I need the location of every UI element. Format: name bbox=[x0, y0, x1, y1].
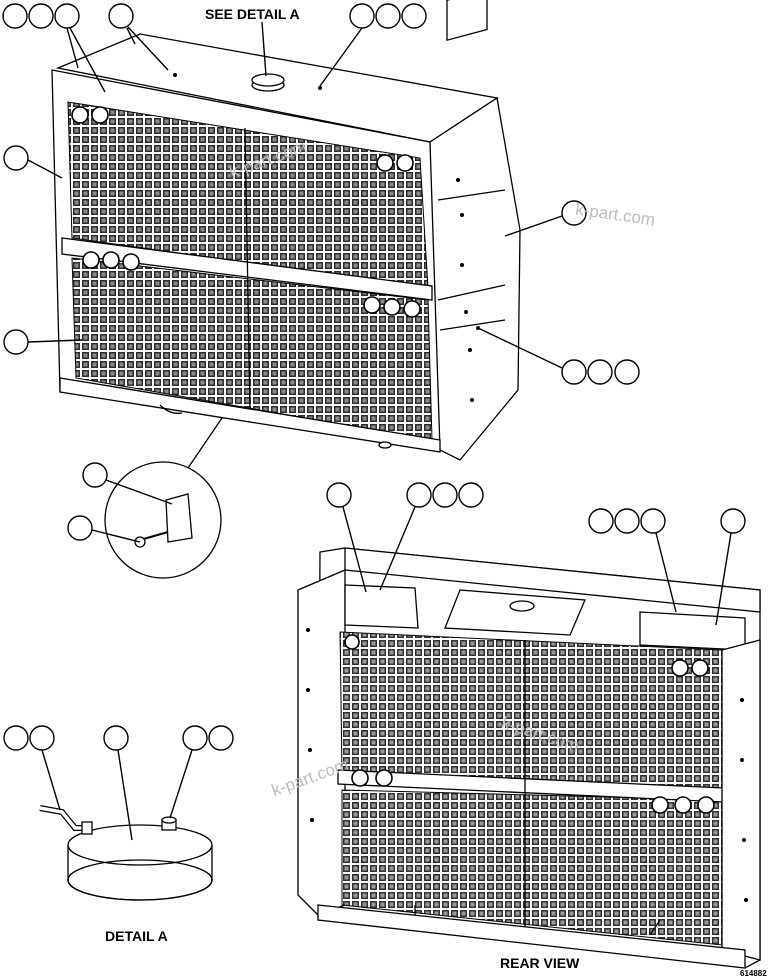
detail-a-tank bbox=[39, 805, 213, 901]
see-detail-label: SEE DETAIL A bbox=[205, 6, 300, 22]
figure-number: 614882 bbox=[740, 969, 767, 978]
rear-view-assembly bbox=[297, 547, 761, 969]
detail-a-caption: DETAIL A bbox=[105, 928, 168, 944]
rear-view-caption: REAR VIEW bbox=[500, 955, 580, 971]
callout-balloons bbox=[2, 3, 746, 841]
bracket-detail-circle bbox=[104, 417, 223, 579]
front-view-assembly bbox=[51, 0, 521, 461]
